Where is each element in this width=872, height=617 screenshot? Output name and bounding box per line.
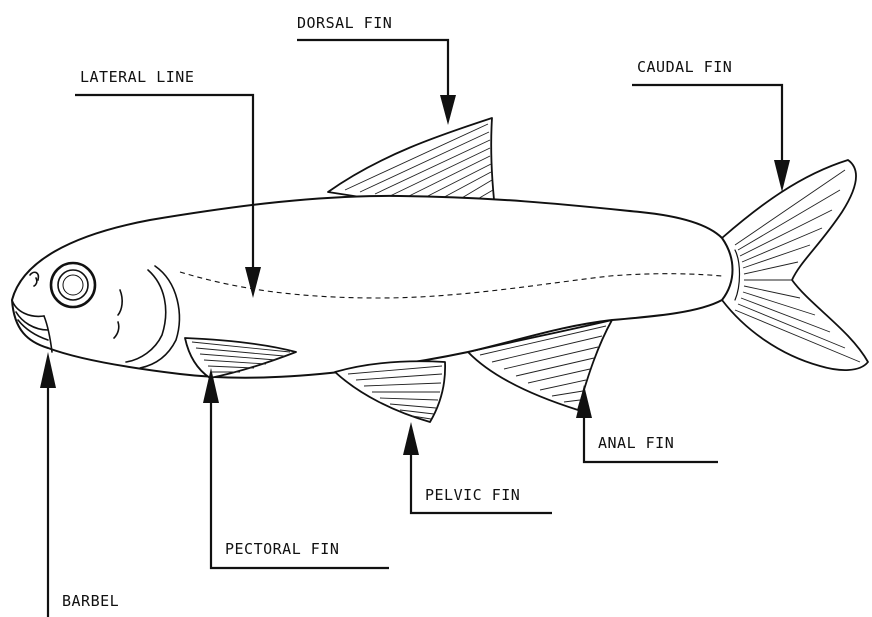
- anal-fin-label: ANAL FIN: [598, 434, 674, 452]
- caudal-fin-pointer: [632, 85, 790, 192]
- dorsal-fin-pointer: [297, 40, 456, 125]
- barbel-pointer: [40, 352, 56, 617]
- lateral-line-label: LATERAL LINE: [80, 68, 194, 86]
- fish-body: [12, 196, 733, 378]
- pelvic-fin-label: PELVIC FIN: [425, 486, 520, 504]
- pelvic-fin: [335, 361, 445, 422]
- pectoral-fin-pointer: [203, 368, 389, 568]
- caudal-fin: [722, 160, 868, 370]
- barbel-label: BARBEL: [62, 592, 119, 610]
- pectoral-fin-label: PECTORAL FIN: [225, 540, 339, 558]
- eye: [51, 263, 95, 307]
- dorsal-fin-label: DORSAL FIN: [297, 14, 392, 32]
- caudal-fin-label: CAUDAL FIN: [637, 58, 732, 76]
